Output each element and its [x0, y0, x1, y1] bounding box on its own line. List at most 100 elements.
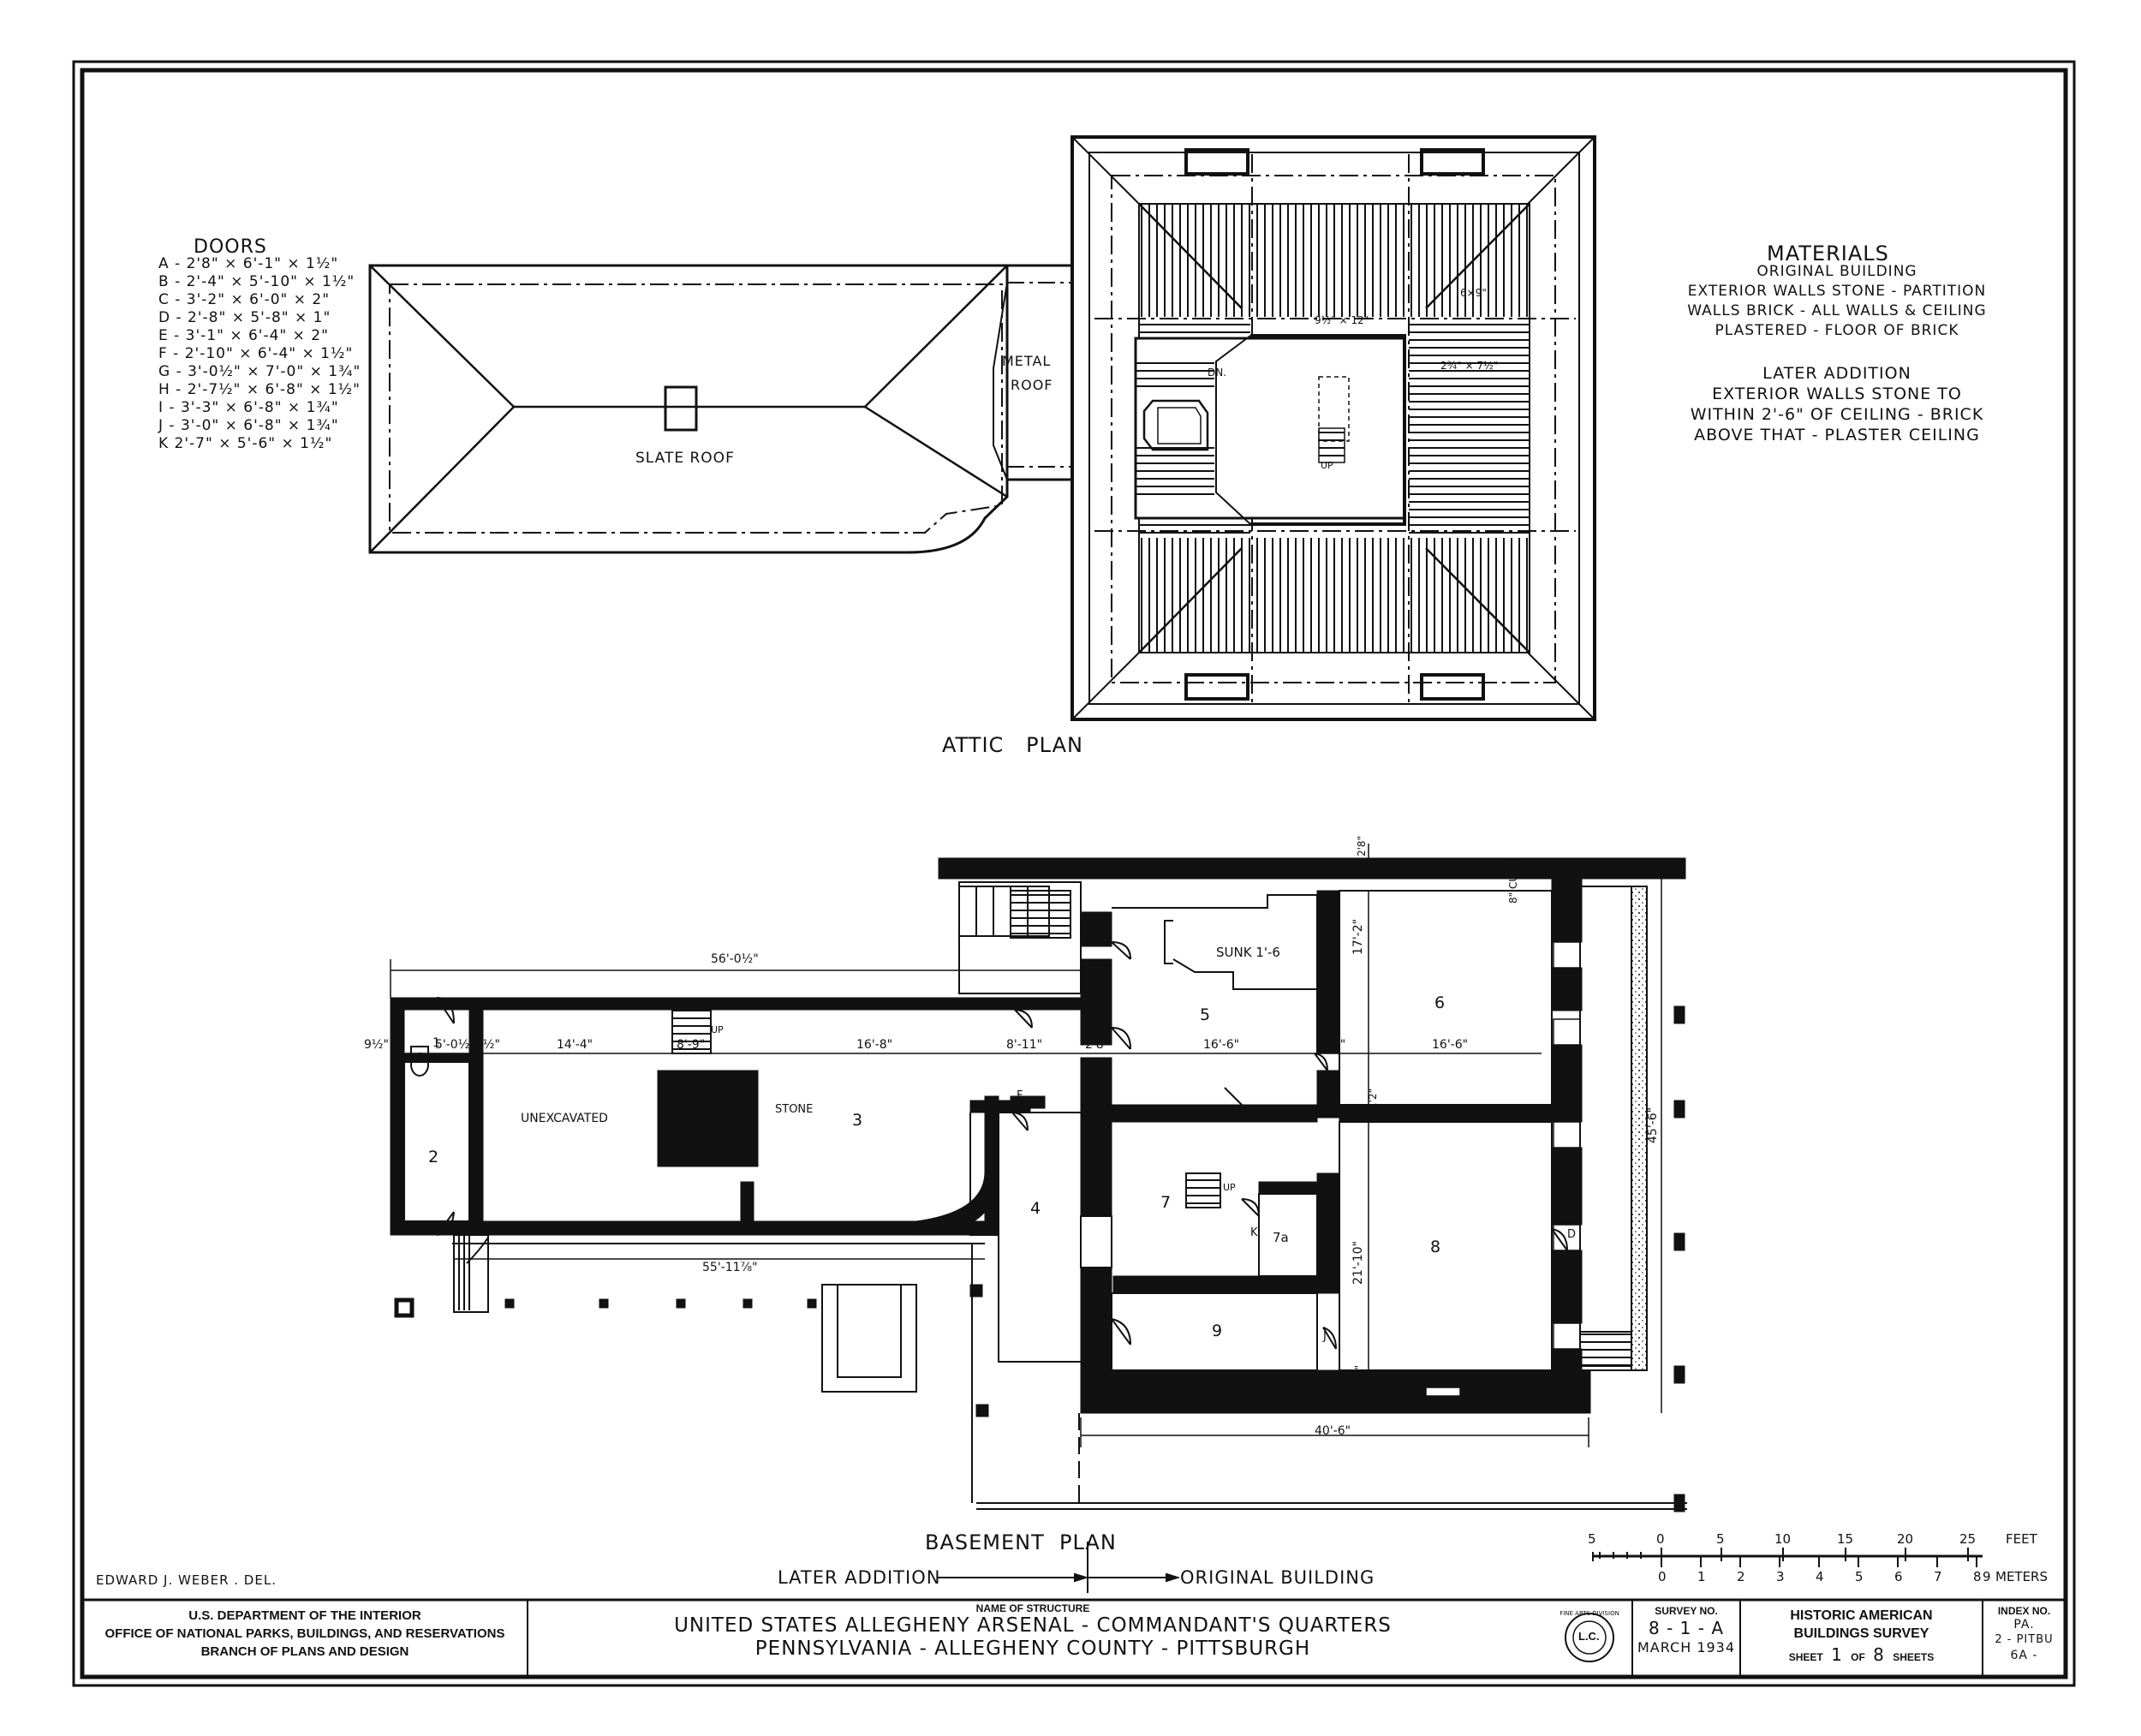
habs-line-1: HISTORIC AMERICAN: [1790, 1608, 1933, 1623]
sheet-word: SHEET: [1788, 1651, 1823, 1663]
index-line-2: 2 - PITBU: [1995, 1633, 2054, 1646]
door-b: B - 2'-4" × 5'-10" × 1½": [158, 273, 355, 290]
materials-later: LATER ADDITION EXTERIOR WALLS STONE TO W…: [1683, 363, 1991, 445]
metal-roof-label-1: METAL: [1002, 353, 1052, 369]
index-block: INDEX NO. PA. 2 - PITBU 6A -: [1983, 1605, 2066, 1663]
dim-40-6: 40'-6": [1315, 1424, 1351, 1438]
room-9-label: 9: [1212, 1321, 1223, 1340]
survey-date: MARCH 1934: [1637, 1639, 1736, 1655]
attic-6x9-dim: 6×9": [1460, 287, 1487, 299]
door-label-g: G: [422, 1225, 432, 1238]
door-label-h: H: [1105, 1026, 1113, 1039]
sunk-label: SUNK 1'-6: [1216, 945, 1280, 960]
dim-21-10: 21'-10": [1351, 1241, 1365, 1285]
fine-arts-seal-ring: FINE ARTS DIVISION: [1560, 1610, 1619, 1617]
scale-m-2: 2: [1737, 1569, 1745, 1584]
door-i: I - 3'-3" × 6'-8" × 1¾": [158, 399, 339, 416]
index-line-3: 6A -: [2010, 1649, 2038, 1662]
sheet-number: 1: [1831, 1644, 1843, 1665]
later-addition-label: LATER ADDITION: [778, 1567, 941, 1588]
curb-label: 8" CURB: [1507, 860, 1519, 904]
attic-plan-title: ATTIC PLAN: [942, 733, 1083, 757]
dim-16-8: 16'-8": [856, 1038, 893, 1052]
dim-1-2: 1'2": [1367, 1088, 1379, 1109]
room-5-label: 5: [1200, 1005, 1211, 1024]
fine-arts-seal: L.C.: [1578, 1630, 1600, 1643]
materials-original-heading: ORIGINAL BUILDING: [1756, 263, 1917, 280]
room-7-label: 7: [1160, 1193, 1172, 1212]
dim-16-6-b: 16'-6": [1432, 1038, 1469, 1052]
attic-joist-dim: 2¾" × 7½": [1440, 360, 1499, 372]
sheet-count: SHEET 1 OF 8 SHEETS: [1740, 1646, 1983, 1667]
slate-roof: [368, 264, 1009, 554]
attic-dn-label: DN.: [1208, 367, 1227, 379]
door-a: A - 2'8" × 6'-1" × 1½": [158, 255, 339, 272]
door-k: K 2'-7" × 5'-6" × 1½": [158, 435, 333, 452]
door-f: F - 2'-10" × 6'-4" × 1½": [158, 345, 354, 362]
dim-8-9: 8'-9": [677, 1038, 706, 1052]
survey-label: SURVEY NO.: [1655, 1605, 1718, 1617]
door-j: J - 3'-0" × 6'-8" × 1¾": [158, 417, 339, 434]
room-1-label: 1: [432, 1036, 440, 1050]
sheet-border-inner: [80, 68, 2068, 1679]
door-label-e: E: [1092, 1326, 1100, 1339]
scale-feet-tick-neg5: 5: [1588, 1531, 1596, 1547]
door-c: C - 3'-2" × 6'-0" × 2": [158, 291, 331, 308]
doors-title: DOORS: [194, 236, 267, 258]
scale-feet-tick-0: 0: [1656, 1531, 1665, 1547]
scale-meters-label: METERS: [1995, 1569, 2049, 1584]
structure-name-line-2: PENNSYLVANIA - ALLEGHENY COUNTY - PITTSB…: [754, 1638, 1311, 1660]
original-building-label: ORIGINAL BUILDING: [1180, 1567, 1375, 1588]
dim-8-11: 8'-11": [1006, 1038, 1043, 1052]
materials-original-line-1: EXTERIOR WALLS STONE - PARTITION: [1687, 283, 1987, 300]
door-h: H - 2'-7½" × 6'-8" × 1½": [158, 381, 361, 398]
door-label-f: F: [1017, 1089, 1023, 1102]
door-g: G - 3'-0½" × 7'-0" × 1¾": [158, 363, 361, 380]
door-label-a: A: [441, 999, 449, 1011]
door-label-j: J: [1323, 1330, 1327, 1343]
door-e: E - 3'-1" × 6'-4" × 2": [158, 327, 329, 344]
dim-9half: 9½": [475, 1038, 500, 1052]
dim-2-8: 2'8": [1085, 1038, 1110, 1052]
dim-top-overall: 56'-0½": [711, 952, 759, 966]
attic-plan: [368, 135, 1596, 721]
room-7a-label: 7a: [1273, 1230, 1289, 1245]
dim-2-8-top: 2'8": [1356, 835, 1368, 856]
structure-name-label: NAME OF STRUCTURE: [975, 1602, 1090, 1614]
attic-beam-dim: 9½" × 12": [1315, 314, 1369, 326]
stair-up-label-2: UP: [1223, 1182, 1236, 1193]
door-label-k: K: [1250, 1226, 1258, 1239]
room-8-label: 8: [1430, 1238, 1441, 1256]
hip-roof: [1070, 135, 1596, 721]
scale-m-1: 1: [1697, 1569, 1706, 1584]
scale-feet-label: FEET: [2006, 1531, 2037, 1547]
room-3-label: 3: [852, 1111, 863, 1130]
agency-line-1: U.S. DEPARTMENT OF THE INTERIOR: [188, 1608, 421, 1623]
dim-bottom-overall: 55'-11⅞": [702, 1261, 758, 1274]
basement-plan-title: BASEMENT PLAN: [925, 1530, 1117, 1554]
index-label: INDEX NO.: [1997, 1605, 2051, 1617]
metal-roof: [993, 264, 1072, 481]
materials-later-heading: LATER ADDITION: [1762, 364, 1911, 383]
survey-block: SURVEY NO. 8 - 1 - A MARCH 1934: [1632, 1605, 1740, 1655]
materials-later-line-2: WITHIN 2'-6" OF CEILING - BRICK: [1690, 405, 1984, 424]
stone-label: STONE: [775, 1103, 814, 1116]
door-label-c: C: [1085, 934, 1094, 946]
dim-2-8-b: 2'8": [1353, 1364, 1365, 1386]
dim-2-2: 2'-2": [1317, 1038, 1346, 1052]
scale-feet-tick-15: 15: [1837, 1531, 1854, 1547]
scale-m-3: 3: [1776, 1569, 1785, 1584]
habs-block: HISTORIC AMERICAN BUILDINGS SURVEY SHEET…: [1740, 1607, 1983, 1667]
dim-17-2: 17'-2": [1351, 918, 1365, 955]
room-2-label: 2: [428, 1148, 439, 1166]
basement-plan: [390, 844, 1687, 1512]
stair-up-label-1: UP: [711, 1024, 724, 1035]
door-d: D - 2'-8" × 5'-8" × 1": [158, 309, 331, 326]
dim-16-6-a: 16'-6": [1203, 1038, 1240, 1052]
agency-line-3: BRANCH OF PLANS AND DESIGN: [200, 1644, 409, 1659]
scale-feet-tick-25: 25: [1959, 1531, 1977, 1547]
scale-m-7: 7: [1934, 1569, 1942, 1584]
scale-m-9: 9: [1983, 1569, 1991, 1584]
attic-up-label: UP: [1321, 460, 1333, 471]
